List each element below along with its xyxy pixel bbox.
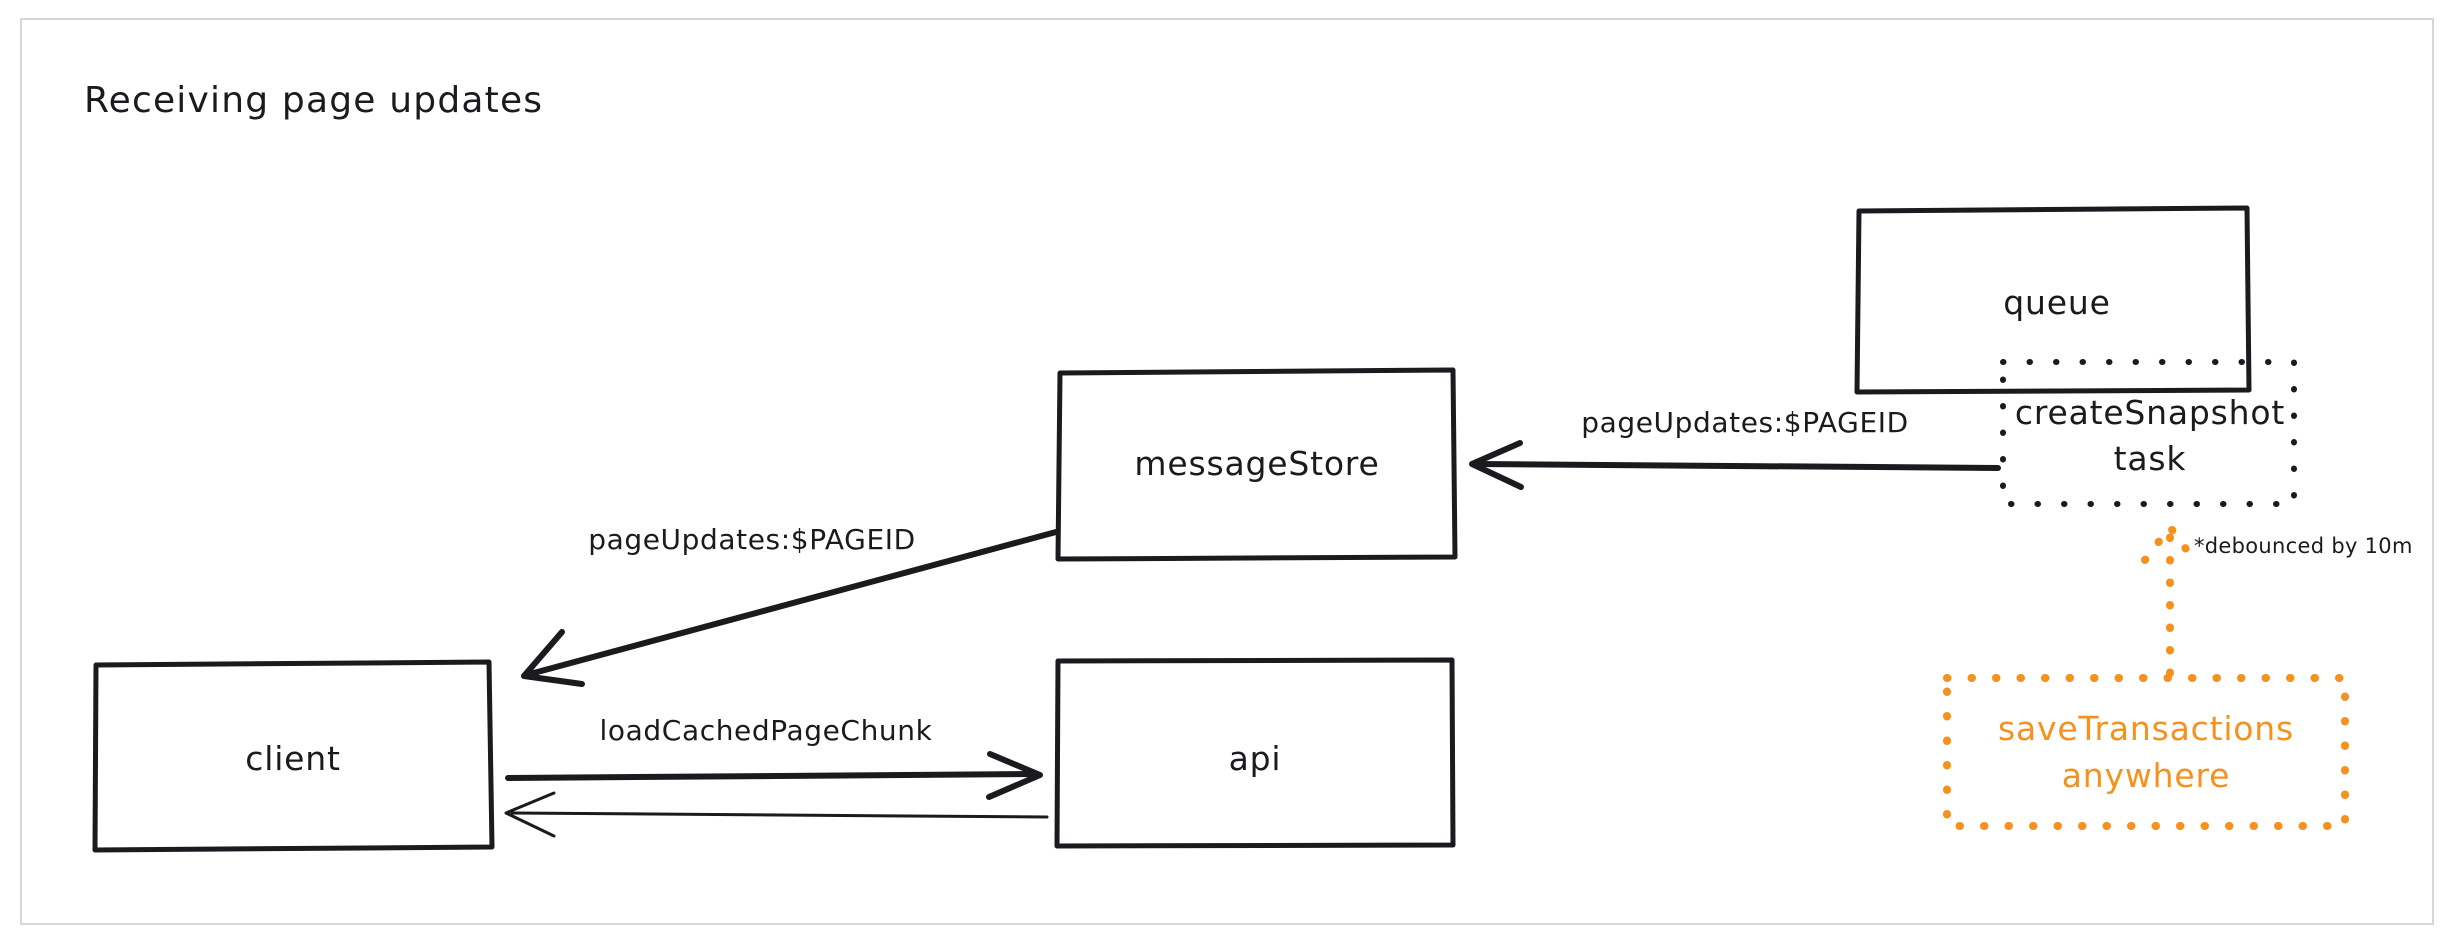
api-to-client-arrowhead [504, 791, 556, 838]
diagram-title: Receiving page updates [84, 80, 543, 121]
savetransactions-to-snapshot-arrowhead [2141, 520, 2198, 564]
queue-box-outline [1854, 205, 2252, 395]
node-api[interactable]: api [1054, 657, 1456, 849]
api-label: api [1229, 739, 1282, 778]
client-box-outline [92, 659, 495, 853]
node-queue[interactable]: queue [1854, 205, 2252, 395]
edge-messagestore-to-client: pageUpdates:$PAGEID [521, 523, 1059, 687]
snapshot-to-messagestore-arrowhead [1469, 440, 1524, 490]
snapshot-to-messagestore-line [1475, 461, 2001, 471]
api-box-outline [1054, 657, 1456, 849]
client-to-api-label: loadCachedPageChunk [600, 714, 933, 747]
messagestore-box-outline [1055, 367, 1458, 562]
savetransactions-label-line1: saveTransactions [1998, 709, 2294, 748]
client-to-api-line [505, 771, 1038, 781]
edge-api-to-client [504, 791, 1049, 838]
node-messagestore[interactable]: messageStore [1055, 367, 1458, 562]
messagestore-label: messageStore [1134, 444, 1379, 483]
savetransactions-box-outline [1943, 674, 2349, 830]
messagestore-to-client-line [527, 529, 1059, 677]
createsnapshot-box-outline [2000, 359, 2297, 507]
messagestore-to-client-arrowhead [521, 629, 585, 687]
queue-label: queue [2003, 283, 2110, 322]
debounce-note: *debounced by 10m [2194, 534, 2413, 558]
api-to-client-line [510, 811, 1049, 819]
createsnapshot-label-line2: task [2114, 439, 2187, 478]
savetransactions-label-line2: anywhere [2062, 756, 2230, 795]
node-createsnapshot-task[interactable]: createSnapshot task [2000, 359, 2297, 507]
edge-snapshot-to-messagestore: pageUpdates:$PAGEID [1469, 406, 2001, 490]
createsnapshot-label-line1: createSnapshot [2015, 393, 2285, 432]
node-savetransactions[interactable]: saveTransactions anywhere [1943, 674, 2349, 830]
client-to-api-arrowhead [986, 751, 1043, 800]
edge-savetransactions-to-snapshot: *debounced by 10m [2141, 520, 2413, 677]
edge-client-to-api: loadCachedPageChunk [505, 714, 1043, 800]
node-client[interactable]: client [92, 659, 495, 853]
client-label: client [245, 739, 340, 778]
messagestore-to-client-label: pageUpdates:$PAGEID [588, 523, 916, 556]
snapshot-to-messagestore-label: pageUpdates:$PAGEID [1581, 406, 1909, 439]
